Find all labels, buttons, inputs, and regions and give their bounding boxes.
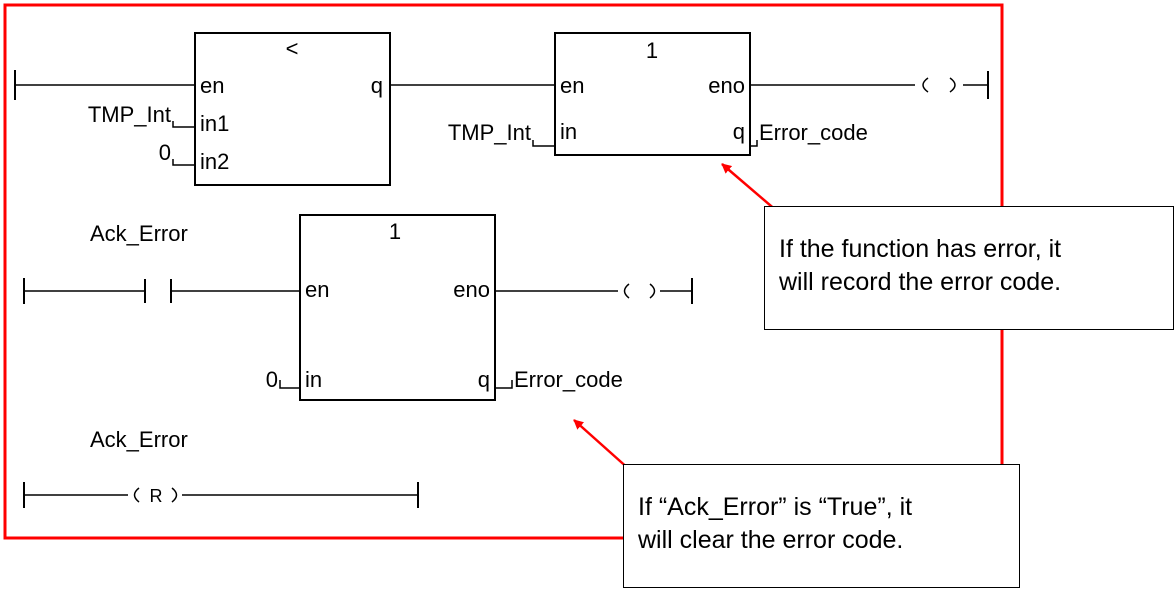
callout-bottom: If “Ack_Error” is “True”, it will clear … <box>623 464 1020 588</box>
var-tmp-int-1: TMP_Int <box>88 102 171 127</box>
var-tmp-int-2: TMP_Int <box>448 120 531 145</box>
move-block-2 <box>299 214 496 401</box>
pin-eno-2: eno <box>708 73 745 98</box>
move-block-1 <box>554 32 751 156</box>
pin-in-3: in <box>305 367 322 392</box>
rung-3: Ack_Error R <box>23 427 419 508</box>
pin-in2: in2 <box>200 149 229 174</box>
var-error-code-2: Error_code <box>514 367 623 392</box>
pin-en-3: en <box>305 277 329 302</box>
pin-q-3: q <box>478 367 490 392</box>
pin-eno-3: eno <box>453 277 490 302</box>
contact-label: Ack_Error <box>90 221 188 246</box>
var-error-code-1: Error_code <box>759 120 868 145</box>
pin-in-2: in <box>560 119 577 144</box>
pin-en: en <box>200 73 224 98</box>
reset-coil <box>133 487 178 503</box>
callout-arrow-bottom <box>573 419 631 471</box>
const-zero-2: 0 <box>266 367 278 392</box>
pin-q: q <box>371 73 383 98</box>
const-zero-1: 0 <box>159 140 171 165</box>
less-than-block <box>194 32 391 186</box>
coil-2 <box>623 283 656 299</box>
callout-top: If the function has error, it will recor… <box>764 206 1174 330</box>
block-title-move-2: 1 <box>389 219 401 244</box>
pin-en-2: en <box>560 73 584 98</box>
block-title-move-1: 1 <box>646 38 658 63</box>
pin-q-2: q <box>733 119 745 144</box>
reset-coil-symbol: R <box>150 486 163 506</box>
callout-top-line-2: will record the error code. <box>779 268 1062 296</box>
callout-top-line-1: If the function has error, it <box>779 235 1062 263</box>
pin-in1: in1 <box>200 111 229 136</box>
rung-2: Ack_Error 1 en eno in q 0 Error_code <box>23 214 693 401</box>
coil-label: Ack_Error <box>90 427 188 452</box>
block-title-lt: < <box>286 36 299 61</box>
rung-1: < en q in1 in2 TMP_Int 0 1 en eno in q T… <box>14 32 989 186</box>
callout-bottom-line-2: will clear the error code. <box>638 526 904 554</box>
callout-bottom-line-1: If “Ack_Error” is “True”, it <box>638 493 913 521</box>
coil-1 <box>922 77 956 93</box>
callout-arrow-top <box>721 163 779 213</box>
